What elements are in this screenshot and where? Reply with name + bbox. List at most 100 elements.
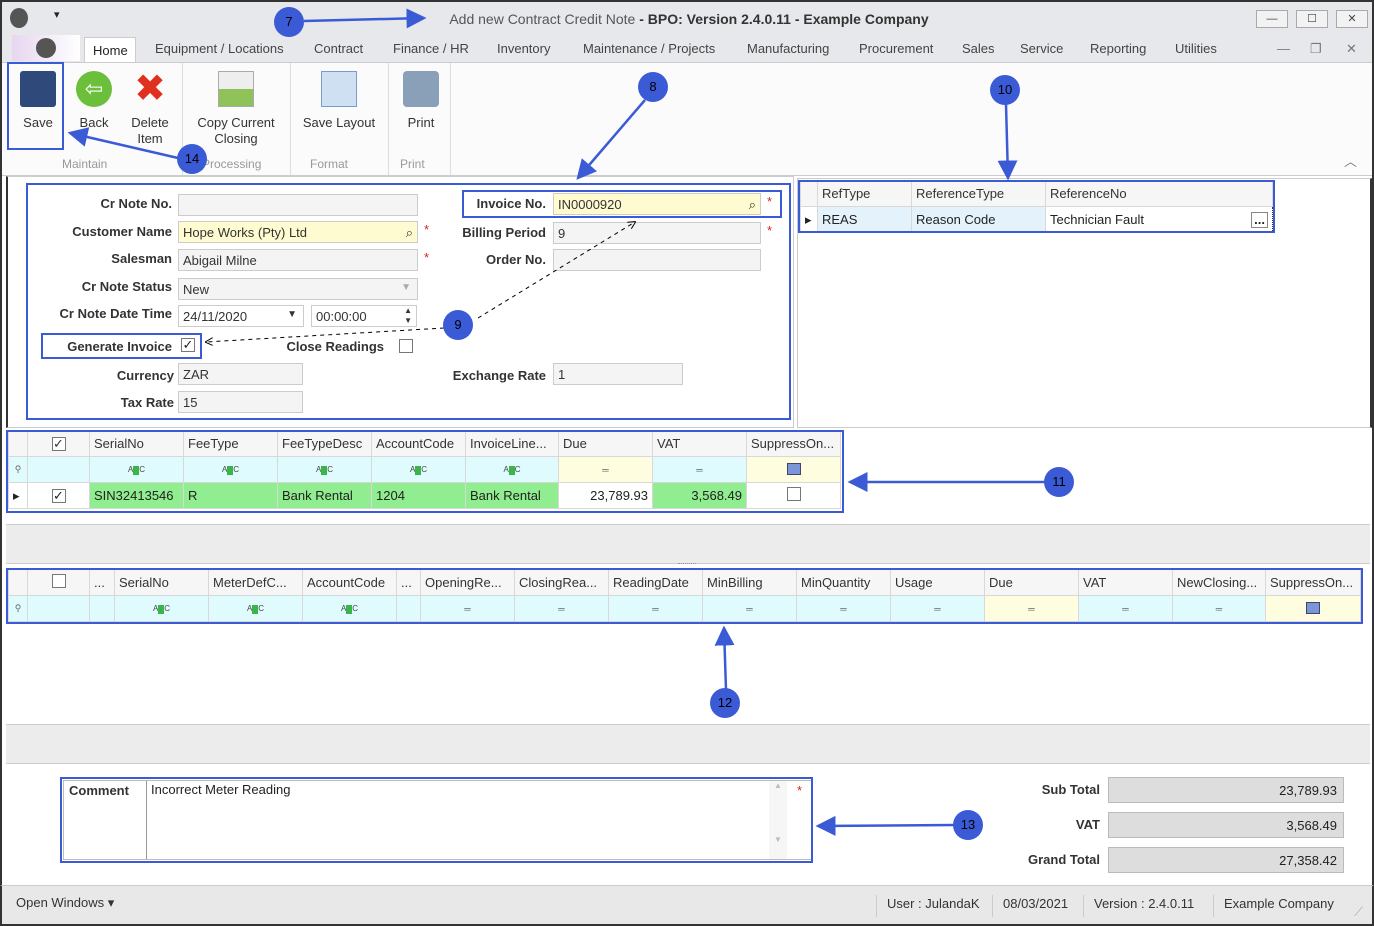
- row-checkbox[interactable]: ✓: [51, 488, 66, 503]
- ellipsis-button[interactable]: ...: [1251, 211, 1268, 228]
- billing-period-field[interactable]: 9: [553, 222, 761, 244]
- comment-scrollbar[interactable]: ▲▼: [769, 781, 787, 859]
- suppress-checkbox[interactable]: [786, 487, 801, 501]
- cr-note-status-select[interactable]: New▼: [178, 278, 418, 300]
- tab-equipment-locations[interactable]: Equipment / Locations: [155, 41, 284, 56]
- close-readings-checkbox[interactable]: [399, 339, 413, 353]
- cell-due[interactable]: 23,789.93: [558, 482, 653, 509]
- cell-serialno[interactable]: SIN32413546: [89, 482, 184, 509]
- filter-cell[interactable]: [89, 595, 115, 622]
- filter-cell[interactable]: ═: [420, 595, 515, 622]
- maximize-button[interactable]: ☐: [1296, 10, 1328, 28]
- tab-utilities[interactable]: Utilities: [1175, 41, 1217, 56]
- search-icon[interactable]: ⌕: [405, 225, 413, 240]
- column-header-suppresson[interactable]: SuppressOn...: [1265, 569, 1361, 596]
- tax-rate-field[interactable]: 15: [178, 391, 303, 413]
- search-icon[interactable]: ⌕: [748, 197, 756, 212]
- column-header-closingrea[interactable]: ClosingRea...: [514, 569, 609, 596]
- filter-cell[interactable]: ═: [1172, 595, 1266, 622]
- spinner-arrows-icon[interactable]: ▲▼: [404, 306, 412, 325]
- cell-vat[interactable]: 3,568.49: [652, 482, 747, 509]
- cr-note-no-field[interactable]: [178, 194, 418, 216]
- column-header-usage[interactable]: Usage: [890, 569, 985, 596]
- filter-cell[interactable]: ═: [514, 595, 609, 622]
- column-header-accountcode[interactable]: AccountCode: [302, 569, 397, 596]
- splitter-handle[interactable]: [678, 563, 696, 566]
- cell-select[interactable]: ✓: [27, 482, 90, 509]
- column-header-select[interactable]: ✓: [27, 430, 90, 457]
- delete-item-button[interactable]: ✖Delete Item: [124, 70, 176, 147]
- print-button[interactable]: Print: [400, 71, 442, 131]
- column-header-more[interactable]: ...: [89, 569, 115, 596]
- tab-sales[interactable]: Sales: [962, 41, 995, 56]
- tab-contract[interactable]: Contract: [314, 41, 364, 56]
- cell-reftype[interactable]: REAS: [817, 206, 912, 233]
- column-header-newclosing[interactable]: NewClosing...: [1172, 569, 1266, 596]
- tab-service[interactable]: Service: [1020, 41, 1064, 56]
- order-no-field[interactable]: [553, 249, 761, 271]
- mdi-close-button[interactable]: ✕: [1346, 41, 1357, 56]
- salesman-field[interactable]: Abigail Milne: [178, 249, 418, 271]
- cell-invoiceline[interactable]: Bank Rental: [465, 482, 559, 509]
- filter-cell[interactable]: [27, 595, 90, 622]
- exchange-rate-field[interactable]: 1: [553, 363, 683, 385]
- filter-cell[interactable]: ═: [1078, 595, 1173, 622]
- comment-textarea[interactable]: Incorrect Meter Reading: [146, 781, 836, 859]
- open-windows-menu[interactable]: Open Windows ▾: [16, 895, 115, 910]
- cell-referencetype[interactable]: Reason Code: [911, 206, 1046, 233]
- filter-cell[interactable]: ═: [702, 595, 797, 622]
- save-layout-button[interactable]: Save Layout: [298, 71, 380, 131]
- cell-feetypedesc[interactable]: Bank Rental: [277, 482, 372, 509]
- cr-note-date-picker[interactable]: 24/11/2020▼: [178, 305, 304, 327]
- save-button[interactable]: Save: [16, 71, 60, 131]
- invoice-no-field[interactable]: IN0000920⌕: [553, 193, 761, 215]
- tab-manufacturing[interactable]: Manufacturing: [747, 41, 830, 56]
- column-header-due[interactable]: Due: [984, 569, 1079, 596]
- cell-suppresson[interactable]: [746, 482, 841, 509]
- filter-cell[interactable]: ═: [608, 595, 703, 622]
- tab-inventory[interactable]: Inventory: [497, 41, 551, 56]
- cr-note-time-spinner[interactable]: 00:00:00▲▼: [311, 305, 417, 327]
- collapse-ribbon-icon[interactable]: ︿: [1344, 154, 1358, 169]
- column-header-more[interactable]: ...: [396, 569, 421, 596]
- column-header-vat[interactable]: VAT: [1078, 569, 1173, 596]
- minimize-button[interactable]: —: [1256, 10, 1288, 28]
- tab-procurement[interactable]: Procurement: [859, 41, 934, 56]
- column-header-feetypedesc[interactable]: FeeTypeDesc: [277, 430, 372, 457]
- resize-grip-icon[interactable]: ⟋: [1354, 904, 1364, 919]
- filter-cell[interactable]: ═: [984, 595, 1079, 622]
- select-all-checkbox[interactable]: [51, 574, 66, 588]
- column-header-due[interactable]: Due: [558, 430, 653, 457]
- tab-maintenance-projects[interactable]: Maintenance / Projects: [583, 41, 716, 56]
- tab-reporting[interactable]: Reporting: [1090, 41, 1147, 56]
- copy-current-closing-button[interactable]: Copy Current Closing: [192, 71, 280, 147]
- currency-field[interactable]: ZAR: [178, 363, 303, 385]
- app-menu-button[interactable]: [12, 35, 80, 61]
- mdi-minimize-button[interactable]: —: [1277, 41, 1290, 56]
- filter-cell[interactable]: [1265, 595, 1361, 622]
- tab-finance-hr[interactable]: Finance / HR: [393, 41, 469, 56]
- tab-home[interactable]: Home: [84, 37, 136, 63]
- select-all-checkbox[interactable]: ✓: [51, 436, 66, 451]
- cell-feetype[interactable]: R: [183, 482, 278, 509]
- column-header-suppresson[interactable]: SuppressOn...: [746, 430, 841, 457]
- cell-accountcode[interactable]: 1204: [371, 482, 466, 509]
- column-header-select[interactable]: [27, 569, 90, 596]
- quick-access-dropdown-icon[interactable]: ▾: [54, 9, 60, 21]
- filter-cell[interactable]: [746, 456, 841, 483]
- close-button[interactable]: ✕: [1336, 10, 1368, 28]
- customer-name-field[interactable]: Hope Works (Pty) Ltd⌕: [178, 221, 418, 243]
- filter-cell[interactable]: ═: [890, 595, 985, 622]
- generate-invoice-checkbox[interactable]: ✓: [181, 337, 195, 352]
- column-header-referenceno[interactable]: ReferenceNo: [1045, 180, 1273, 207]
- mdi-restore-button[interactable]: ❐: [1310, 41, 1322, 56]
- back-button[interactable]: ⇦Back: [72, 71, 116, 131]
- column-header-referencetype[interactable]: ReferenceType: [911, 180, 1046, 207]
- filter-cell[interactable]: ═: [796, 595, 891, 622]
